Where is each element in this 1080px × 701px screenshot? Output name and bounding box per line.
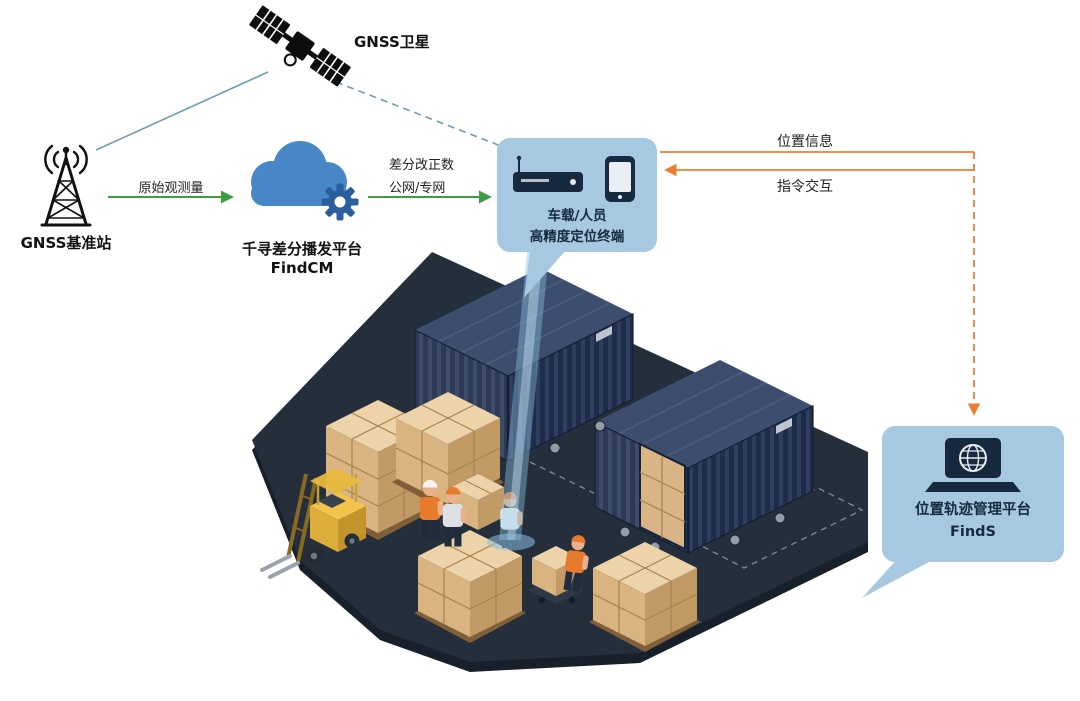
cloud-platform-label: 千寻差分播发平台 [241,240,362,258]
radio-tower-icon [12,136,120,232]
gnss-satellite-icon [248,2,358,94]
satellite-label: GNSS卫星 [354,33,430,51]
warehouse-platform [252,252,868,672]
shipping-container-front [594,360,814,554]
raw-observation-label: 原始观测量 [138,181,204,196]
worker-figure [419,480,444,540]
cloud-gear-icon [230,130,375,235]
terminal-label-line2: 高精度定位终端 [529,228,625,245]
pallet-stack [589,542,701,652]
satellite-to-terminal-dashed-line [335,81,507,149]
track-platform-panel: 位置轨迹管理平台 FindS [882,426,1064,562]
base-station-label: GNSS基准站 [20,234,112,252]
command-exchange-label: 指令交互 [777,179,833,195]
receiver-and-phone-icon [513,155,635,202]
terminal-label-line1: 车载/人员 [547,208,607,224]
shipping-container-rear [414,268,634,462]
correction-label-line1: 差分改正数 [389,158,455,173]
terminal-panel-tail [524,250,566,298]
position-info-label: 位置信息 [777,134,833,150]
terminal-panel: 车载/人员 高精度定位终端 [497,138,657,252]
track-platform-product: FindS [949,523,997,540]
gear-icon [321,183,359,221]
cloud-platform-product: FindCM [270,259,334,277]
satellite-to-station-line [95,71,269,151]
forklift [260,468,366,579]
worker-figure [442,487,467,547]
laptop-globe-icon [925,438,1021,492]
correction-label-line2: 公网/专网 [389,181,446,196]
positioning-beam [487,252,549,551]
track-platform-label: 位置轨迹管理平台 [915,502,1031,518]
connector-lines [95,71,981,416]
floor-markings [529,461,864,569]
worker-figure [563,535,589,592]
finds-panel-tail [862,556,940,598]
